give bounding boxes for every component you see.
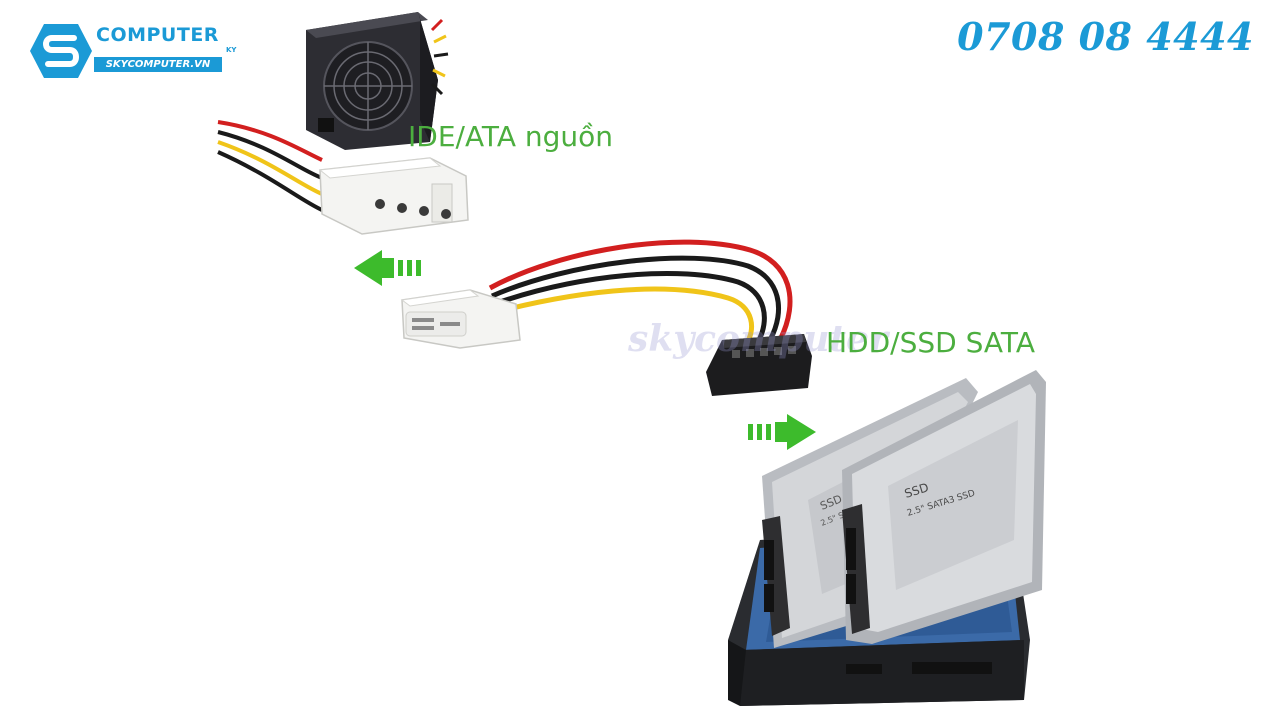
label-hdd-ssd-sata: HDD/SSD SATA — [826, 326, 1035, 359]
ssd-front — [842, 370, 1046, 644]
ide-power-wires — [217, 120, 323, 212]
logo-brand-sub: KY — [226, 46, 237, 54]
brand-logo: COMPUTER KY SKYCOMPUTER.VN — [30, 22, 237, 80]
arrow-right-icon — [748, 414, 816, 450]
logo-mark-icon — [30, 24, 92, 78]
sata-power-connector — [706, 334, 812, 396]
molex-male-connector — [400, 289, 521, 349]
phone-number: 0708 08 4444 — [957, 14, 1254, 59]
watermark: skycomputer — [628, 318, 888, 360]
logo-website: SKYCOMPUTER.VN — [94, 57, 222, 72]
ide-molex-female-connector — [318, 157, 469, 235]
label-ide-power: IDE/ATA nguồn — [408, 120, 614, 153]
power-supply-unit — [306, 12, 449, 150]
ssd-front-label-1: SSD — [903, 480, 931, 501]
arrow-left-icon — [354, 250, 421, 286]
logo-brand-text: COMPUTER — [96, 24, 219, 46]
adapter-cable-wires — [488, 239, 793, 346]
